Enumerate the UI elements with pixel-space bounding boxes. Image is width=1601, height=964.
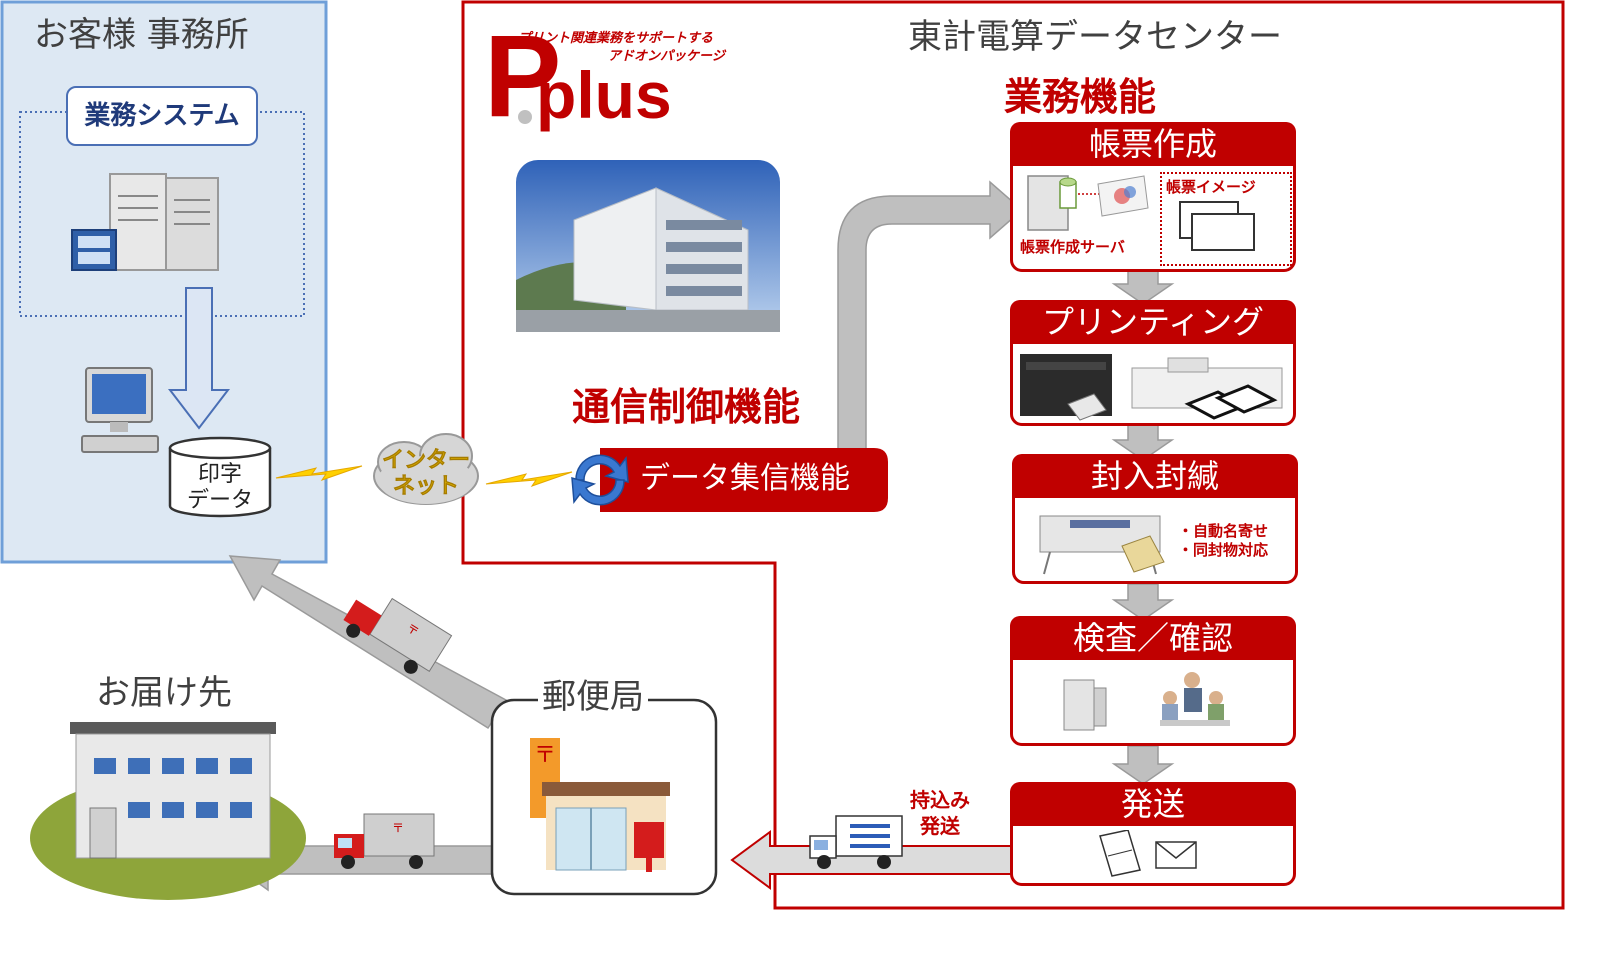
- enclosing-note-1: ・自動名寄せ: [1178, 522, 1269, 540]
- data-collection-label: データ集信機能: [640, 461, 850, 496]
- svg-text:〒: 〒: [534, 743, 556, 768]
- destination-building-icon: [70, 722, 276, 859]
- destination-label: お届け先: [96, 673, 232, 713]
- lightning-icon: [485, 471, 573, 487]
- logo-plus: plus: [536, 58, 672, 132]
- datacenter-border: [461, 0, 1565, 910]
- pc-icon: [81, 367, 159, 453]
- pplus-logo: P plus プリント関連業務をサポートする アドオンパッケージ: [484, 18, 725, 134]
- inserter-machine-icon: [1039, 515, 1165, 575]
- internet-label-1: インター: [381, 448, 471, 473]
- enclosing-note-2: ・同封物対応: [1178, 541, 1269, 559]
- internet-label-2: ネット: [392, 474, 460, 499]
- stage-arrows: [1111, 267, 1175, 785]
- bring-in-label-1: 持込み: [910, 788, 970, 812]
- stage-shipping-title: 発送: [1010, 782, 1296, 826]
- forms-server-icon: [1027, 175, 1149, 231]
- down-arrow: [167, 287, 231, 430]
- printer-icon: [1020, 354, 1283, 421]
- forms-document-icon: [1179, 201, 1255, 251]
- forms-image-group: [1160, 172, 1292, 266]
- logo-dot-icon: [518, 110, 532, 124]
- post-office-building-icon: 〒: [530, 738, 670, 872]
- datacenter-title: 東計電算データセンター: [908, 17, 1282, 57]
- stage-inspection-title: 検査／確認: [1010, 616, 1296, 660]
- comm-control-heading: 通信制御機能: [572, 385, 801, 429]
- stage-printing-title: プリンティング: [1010, 300, 1296, 344]
- forms-server-label: 帳票作成サーバ: [1020, 238, 1125, 256]
- business-system-label-box: 業務システム: [66, 86, 258, 146]
- lightning-icon: [275, 465, 363, 481]
- logo-tagline-1: プリント関連業務をサポートする: [518, 31, 714, 46]
- db-label-1: 印字: [197, 462, 242, 487]
- company-truck-icon: [809, 815, 903, 869]
- customer-title: お客様 事務所: [34, 15, 249, 55]
- stage-enclosing-title: 封入封緘: [1012, 454, 1298, 498]
- print-data-db-icon: [168, 436, 272, 518]
- logo-tagline-2: アドオンパッケージ: [608, 49, 725, 64]
- ship-arrow: [730, 830, 1021, 890]
- mail-icon: [1099, 830, 1197, 877]
- flow-arrow-to-forms: [837, 180, 1024, 459]
- internet-cloud-icon: [373, 433, 479, 505]
- post-truck-uphill-icon: 〒: [343, 597, 453, 674]
- datacenter-building-photo: [516, 160, 780, 332]
- db-label-2: データ: [186, 488, 253, 513]
- post-office-label: 郵便局: [538, 680, 648, 714]
- data-collection-bar: [600, 448, 888, 512]
- svg-text:〒: 〒: [392, 821, 404, 835]
- post-truck-icon: 〒: [334, 813, 435, 869]
- return-arrow: [228, 555, 508, 730]
- sync-icon: [571, 454, 629, 506]
- business-functions-heading: 業務機能: [1004, 75, 1157, 119]
- server-icon: [71, 173, 219, 271]
- stage-forms-title: 帳票作成: [1010, 122, 1296, 166]
- business-system-label: 業務システム: [84, 101, 240, 131]
- bring-in-label-2: 発送: [920, 814, 960, 838]
- forms-image-label: 帳票イメージ: [1166, 178, 1256, 196]
- inspection-icon: [1063, 672, 1230, 731]
